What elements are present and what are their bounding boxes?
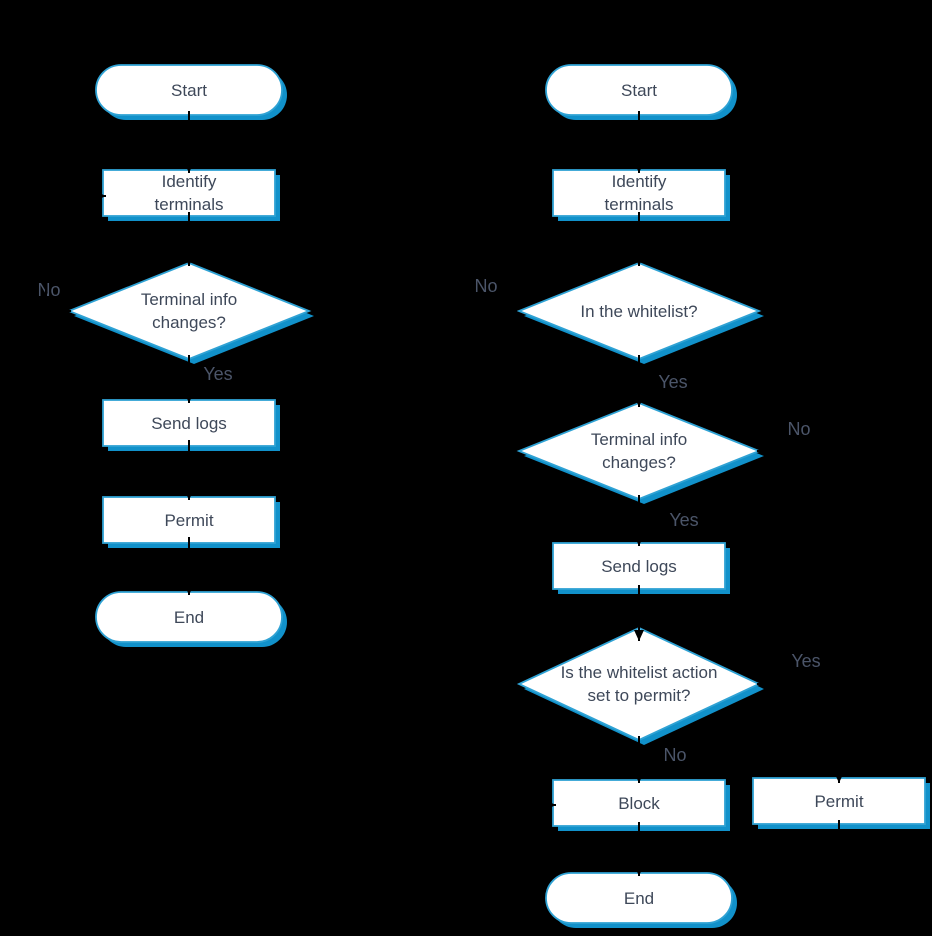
left-send-logs-shape [102,399,280,451]
right-permit-shape [752,777,930,829]
left-start-shape [95,64,287,120]
right-end-shape [545,872,737,928]
right-block-shape [552,779,730,831]
right-decision-changes-shape [516,402,764,504]
left-end-shape [95,591,287,647]
right-start-shape [545,64,737,120]
left-permit-shape [102,496,280,548]
right-identify-shape [552,169,730,221]
left-identify-shape [102,169,280,221]
right-send-logs-shape [552,542,730,594]
right-decision-action-shape [516,627,764,745]
left-decision-changes-shape [66,262,314,364]
right-decision-whitelist-shape [516,262,764,364]
